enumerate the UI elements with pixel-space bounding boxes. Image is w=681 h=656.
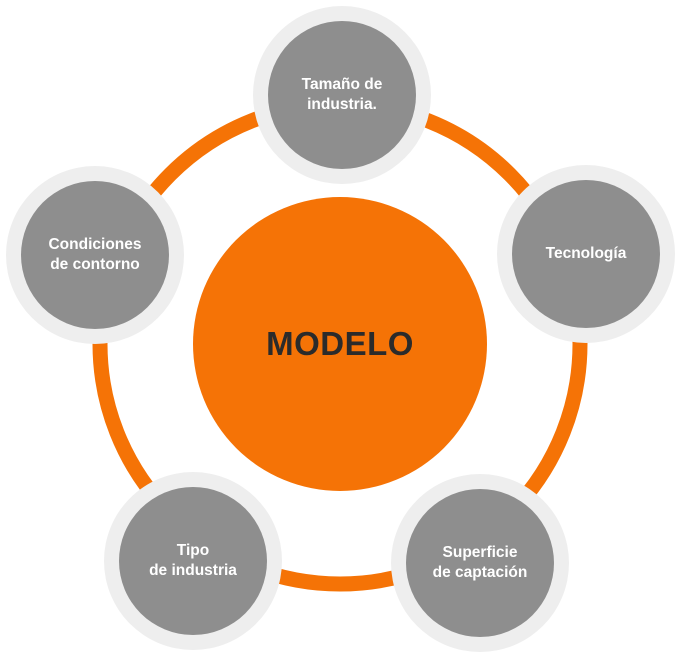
node-tamano-de-industria: Tamaño de industria. [253,6,431,184]
node-label: Tamaño de industria. [301,76,383,113]
node-circle: Superficie de captación [406,489,554,637]
node-tecnologia: Tecnología [497,165,675,343]
center-label: MODELO [266,325,414,362]
node-circle: Tamaño de industria. [268,21,416,169]
center-circle: MODELO [193,197,487,491]
node-label: Tipo de industria [149,542,237,579]
node-circle: Tecnología [512,180,660,328]
node-label: Superficie de captación [432,544,528,581]
node-circle: Condiciones de contorno [21,181,169,329]
node-superficie-de-captacion: Superficie de captación [391,474,569,652]
node-label: Tecnología [545,245,627,262]
node-condiciones-de-contorno: Condiciones de contorno [6,166,184,344]
node-label: Condiciones de contorno [48,236,142,273]
node-circle: Tipo de industria [119,487,267,635]
node-tipo-de-industria: Tipo de industria [104,472,282,650]
